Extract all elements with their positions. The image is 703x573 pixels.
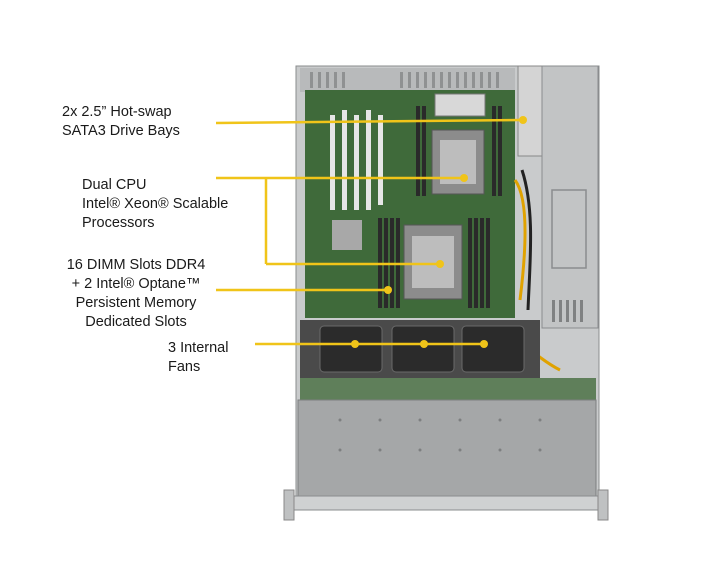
callout-dots	[351, 116, 527, 348]
drive-bays-line1: 2x 2.5” Hot-swap	[62, 104, 172, 120]
cage-holes	[338, 418, 542, 452]
front-drive-cage	[297, 399, 597, 499]
dimm-line4: Dedicated Slots	[85, 314, 187, 330]
rack-ear-left	[283, 489, 295, 521]
expansion-slots	[330, 110, 383, 210]
callout-line-drive-bays	[215, 118, 524, 125]
front-bezel	[289, 495, 605, 511]
callout-cpu: Dual CPU Intel® Xeon® Scalable Processor…	[82, 176, 228, 233]
callout-drive-bays: 2x 2.5” Hot-swap SATA3 Drive Bays	[62, 103, 180, 141]
psu-vents	[552, 300, 583, 322]
fans	[319, 325, 525, 373]
callout-lines	[215, 118, 524, 346]
cpu-line2: Intel® Xeon® Scalable	[82, 196, 229, 212]
cpu-line1: Dual CPU	[82, 177, 147, 193]
front-bay-area	[300, 378, 596, 402]
fans-line2: Fans	[168, 359, 201, 375]
drive-bays-line2: SATA3 Drive Bays	[62, 123, 180, 139]
fans-line1: 3 Internal	[168, 340, 229, 356]
dimm-line2: + 2 Intel® Optane™	[71, 276, 201, 292]
callout-fans: 3 Internal Fans	[168, 339, 228, 377]
dimm-line1: 16 DIMM Slots DDR4	[66, 257, 206, 273]
rack-ear-right	[597, 489, 609, 521]
psu	[541, 65, 599, 329]
chipset-heatsink	[332, 220, 362, 250]
dimm-line3: Persistent Memory	[75, 295, 197, 311]
rear-vents	[310, 72, 499, 88]
io-ports	[434, 93, 486, 117]
cpu-line3: Processors	[82, 215, 155, 231]
drive-bay-cage	[517, 65, 545, 157]
callout-dimm: 16 DIMM Slots DDR4 + 2 Intel® Optane™ Pe…	[56, 256, 216, 332]
